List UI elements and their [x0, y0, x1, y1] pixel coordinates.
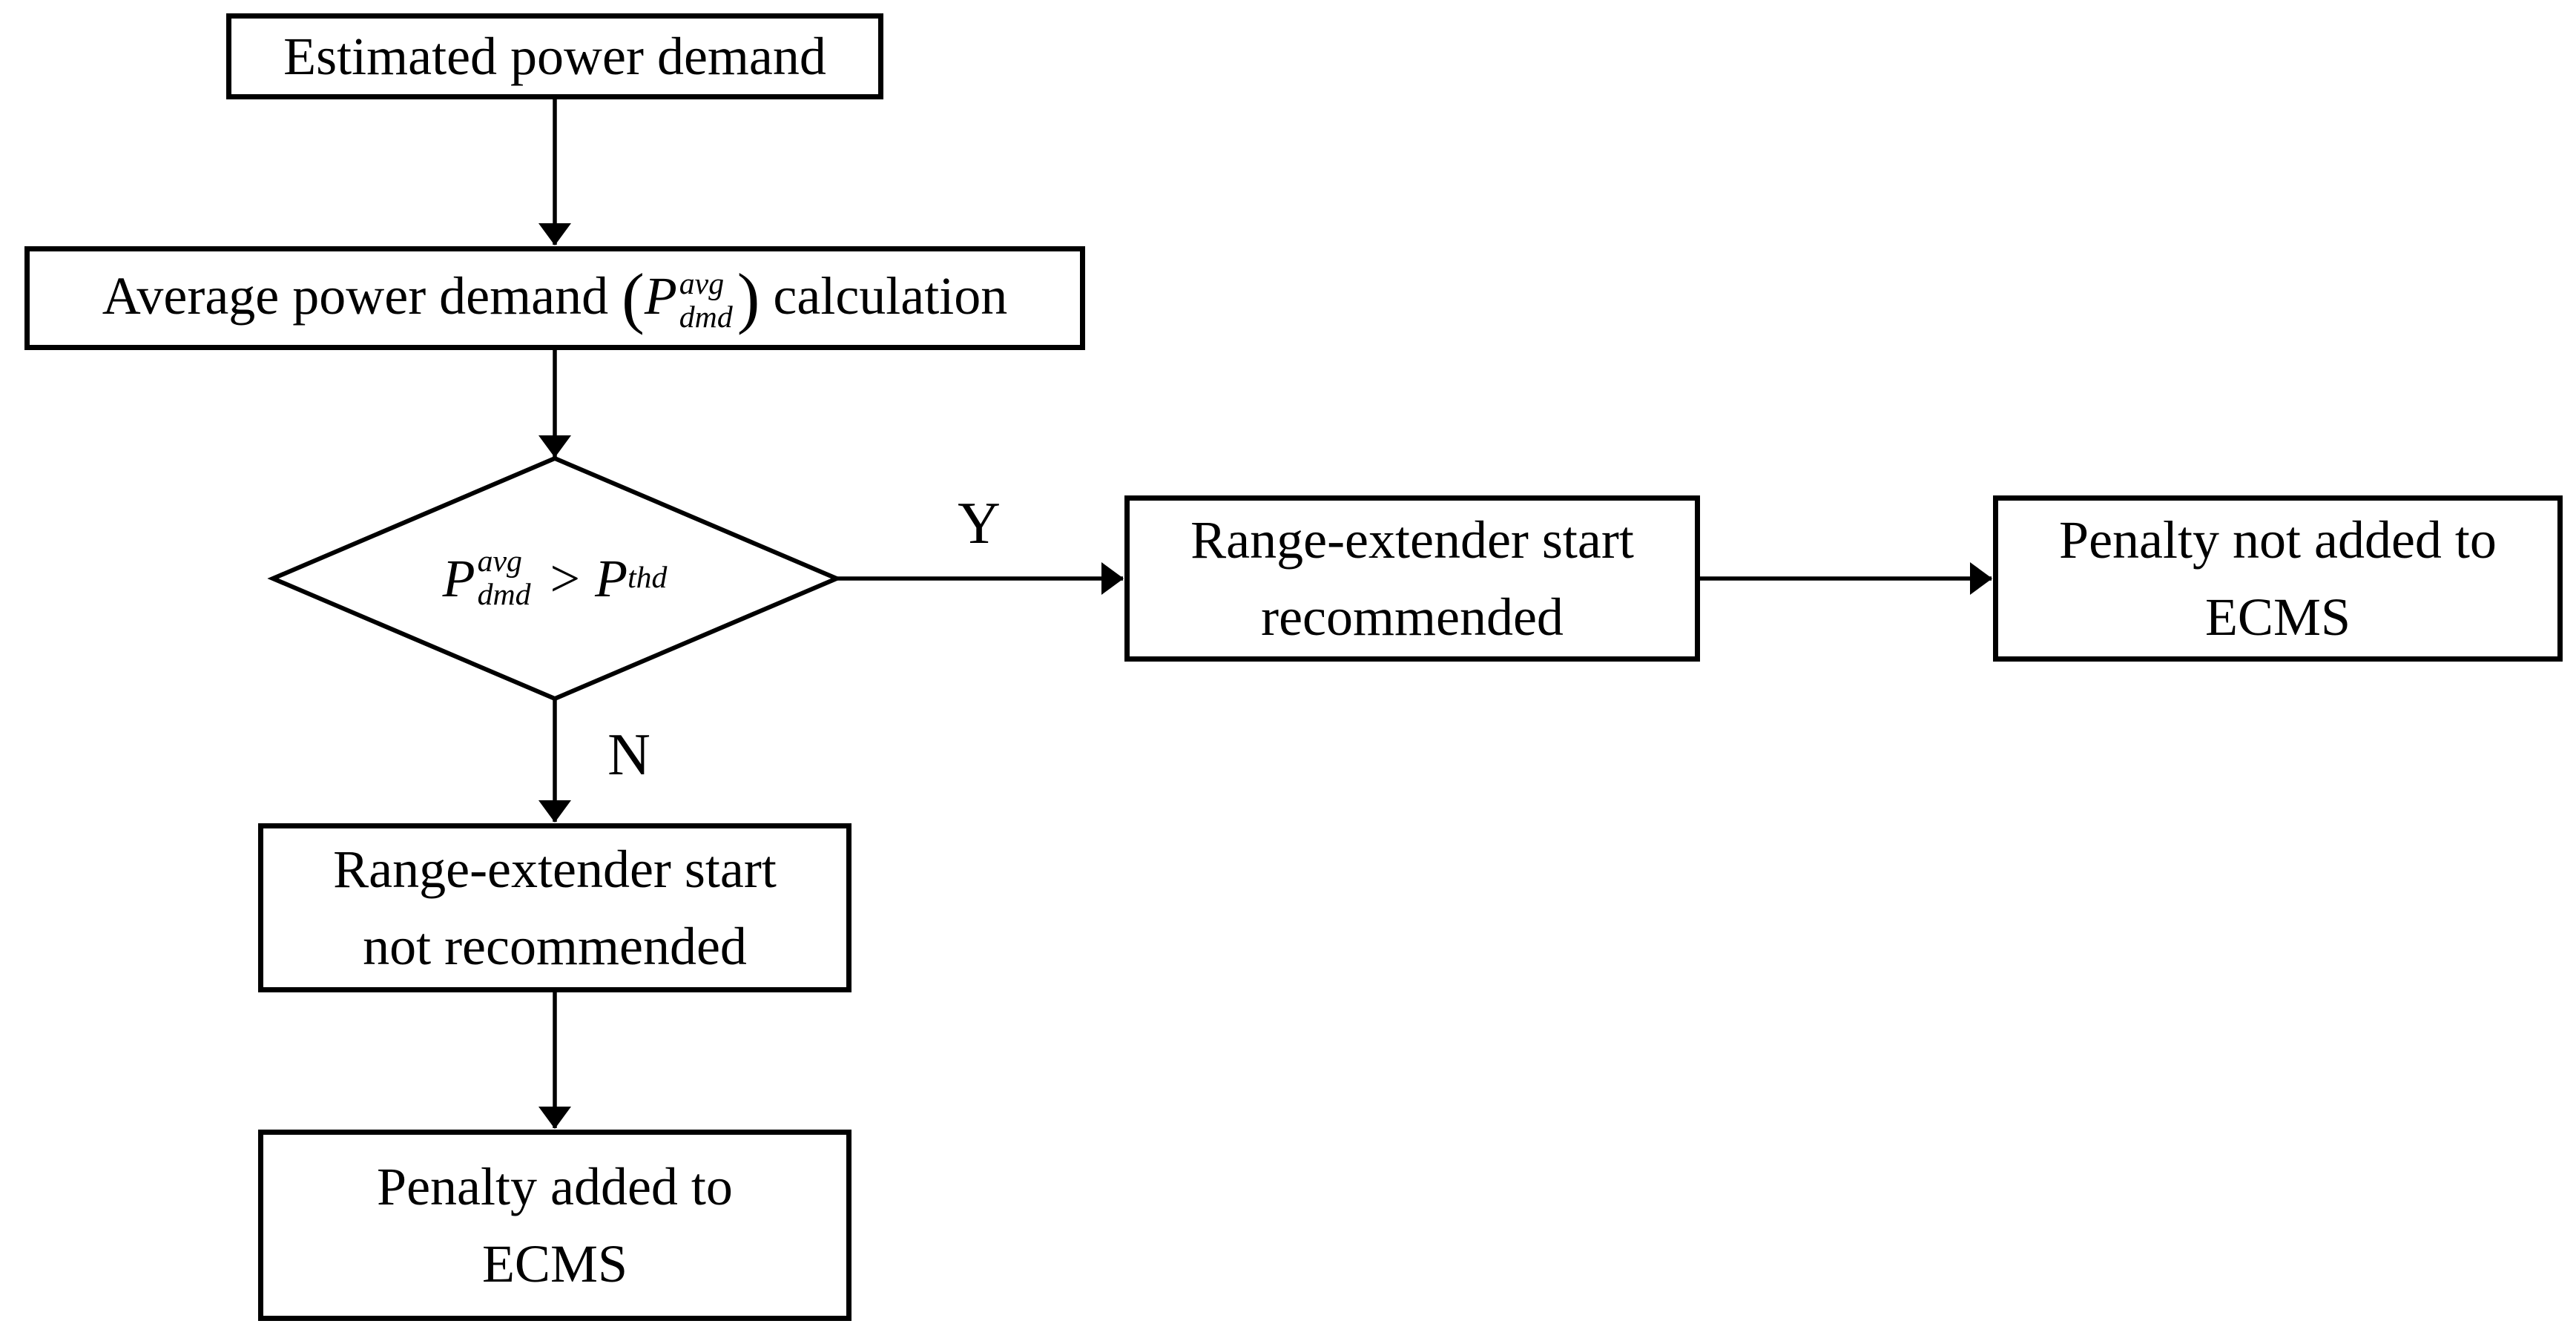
penalty-added-box: Penalty added to ECMS — [258, 1130, 851, 1321]
rex-start-recommended-box: Range-extender start recommended — [1124, 495, 1700, 662]
greater-than-operator: > — [550, 549, 581, 608]
estimated-power-demand-box: Estimated power demand — [226, 13, 883, 99]
rex-start-not-recommended-box: Range-extender start not recommended — [258, 823, 851, 992]
no-edge-label: N — [607, 722, 650, 788]
yes-edge-label: Y — [958, 491, 1001, 556]
decision-diamond-shape — [267, 455, 843, 702]
estimated-power-demand-label: Estimated power demand — [283, 26, 826, 86]
penalty-not-added-box: Penalty not added to ECMS — [1993, 495, 2563, 662]
